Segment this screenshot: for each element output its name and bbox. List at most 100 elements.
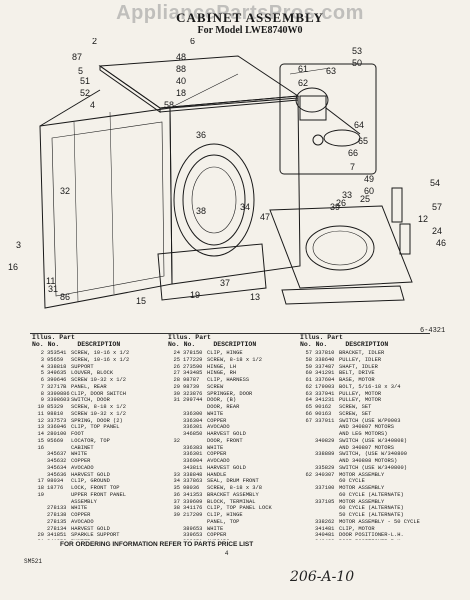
part-description: HINGE, LH [207,363,237,370]
part-no: 177229 [183,356,203,363]
illus-no: 2 [40,350,44,356]
callout-number: 61 [298,64,308,74]
illus-no: 39 [173,512,180,518]
callout-number: 53 [352,46,362,56]
column-header-line: No. No.DESCRIPTION [32,341,166,348]
callout-number: 54 [430,178,440,188]
part-description: SWITCH (USE W/340800) [339,464,407,471]
illus-no: 15 [37,437,44,444]
part-description: BOLT, 5/16-18 x 3/4 [339,383,401,390]
callout-number: 49 [364,174,374,184]
illus-no: 27 [173,370,180,377]
illus-no: 21 [32,539,44,540]
illus-no: 19 [37,491,44,498]
part-no: 339653 [183,532,203,539]
illus-no: 7 [40,383,44,390]
illus-no: 14 [37,431,44,437]
part-no: 98036 [183,485,200,491]
part-description: CABINET [71,444,94,451]
table-top-rule [30,333,430,334]
part-description: BLOCK, TERMINAL [207,498,256,505]
part-description: PULLEY, MOTOR [339,397,382,404]
part-description: BELT, DRIVE [339,370,375,377]
part-description: SCREW, SET [339,410,372,417]
part-description: AVOCADO [71,518,94,525]
illus-no: 12 [37,417,44,424]
part-description: FOOT [71,431,84,437]
callout-number: 63 [326,66,336,76]
part-description: WHITE [71,451,88,458]
part-description: SPRINGER, DOOR [207,390,253,397]
handwritten-note: 206-A-10 [290,569,355,585]
illus-no: 60 [305,370,312,377]
illus-no: 18 [37,485,44,491]
column-header-description: DESCRIPTION [345,341,389,348]
callout-number: 15 [136,296,146,306]
illus-no: 13 [37,424,44,431]
page-subtitle: For Model LWE8740W0 [197,25,303,36]
part-description: ASSEMBLY [71,498,97,505]
drum-seal-drawing [173,143,255,257]
part-no: 345634 [47,464,67,471]
callout-number: 16 [8,262,18,272]
part-no: 339651 [183,539,207,540]
part-no: 389653 [183,525,203,532]
part-description: 50 CYCLE (ALTERNATE) [339,512,404,518]
callout-number: 46 [436,238,446,248]
part-no: 32717B [47,383,67,390]
part-description: SHAFT, IDLER [339,363,378,370]
callout-number: 36 [196,130,206,140]
part-no: 353541 [47,350,67,356]
part-no: 98739 [183,383,200,390]
illus-no: 36 [173,491,180,498]
part-description: AVOCADO [207,458,230,464]
part-description: BUMPER [71,539,90,540]
part-no: 337487 [315,363,335,370]
callout-number: 31 [48,284,58,294]
part-description: SWITCH (USE W/340808) [339,437,407,444]
ordering-footer: FOR ORDERING INFORMATION REFER TO PARTS … [60,541,254,548]
part-no: 345632 [47,458,67,464]
part-no: 95659 [47,356,64,363]
part-description: MOTOR ASSEMBLY [339,471,385,478]
part-no: 340482 [315,539,339,540]
callout-number: 52 [80,88,90,98]
part-no: 338640 [315,356,335,363]
part-description: MOTOR ASSEMBLY [339,498,385,505]
part-no: 278134 [47,525,67,532]
part-no: 337573 [47,417,67,424]
parts-row: DOOR, REAR [168,404,296,411]
illus-no: 34 [173,478,180,485]
part-no: 340481 [315,532,335,539]
parts-row: 21341856BUMPER [32,539,166,540]
sm-code: SM521 [24,558,43,565]
part-no: 336301 [183,424,203,431]
part-description: LOCK, FRONT TOP [71,485,120,491]
part-description: HARVEST GOLD [71,471,110,478]
front-door-drawing [269,205,413,305]
illus-no: 37 [173,498,180,505]
